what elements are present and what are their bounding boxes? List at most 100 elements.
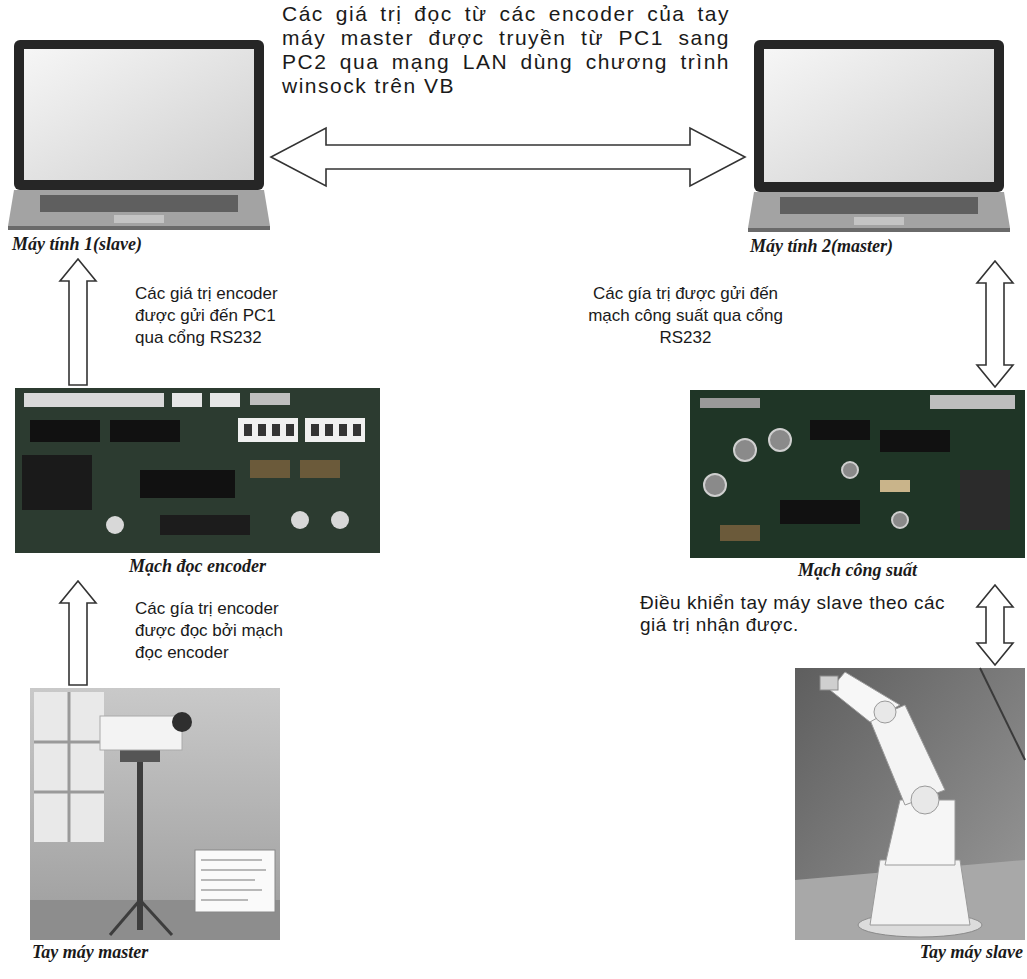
slave-arm-photo-part: [911, 786, 939, 814]
power-board-photo-part: [700, 398, 760, 408]
power-board-photo-part: [810, 420, 870, 440]
image-area: [690, 390, 1025, 558]
master-arm-photo-part: [195, 850, 275, 912]
laptop-illustration-part: [780, 197, 978, 214]
encoder-board-photo-part: [286, 424, 294, 436]
encoder-board-photo-part: [244, 424, 252, 436]
block-arrow: [977, 261, 1013, 387]
power-board-photo-part: [690, 390, 1025, 558]
power-board-photo-part: [734, 439, 756, 461]
device-block: Máy tính 2(master): [748, 38, 1006, 258]
encoder-board-photo-part: [291, 511, 309, 529]
device-block: Mạch đọc encoder: [15, 388, 380, 578]
slave-arm-photo-part: [795, 668, 1025, 940]
power-board-photo-part: [892, 512, 908, 528]
encoder-board-photo-part: [238, 418, 298, 442]
power-board-photo-part: [720, 525, 760, 541]
laptop-illustration-part: [8, 226, 270, 230]
arrow-label: Các gía trị encoder được đọc bởi mạch đọ…: [135, 598, 307, 664]
master-arm-photo-part: [34, 741, 104, 744]
image-area: [10, 38, 268, 232]
slave-arm-photo-part: [820, 676, 838, 690]
encoder-board-photo-part: [311, 424, 319, 436]
laptop-illustration-part: [754, 40, 1004, 192]
master-arm-photo-part: [201, 880, 255, 881]
encoder-board-photo-part: [258, 424, 266, 436]
arrow-label: Các giá trị đọc từ các encoder của tay m…: [282, 2, 730, 98]
master-arm-photo-part: [30, 688, 280, 940]
laptop-illustration-part: [8, 190, 270, 226]
laptop-illustration-part: [748, 228, 1010, 232]
arrow-label: Các gía trị được gửi đến mạch công suất …: [588, 283, 783, 349]
master-arm-photo-part: [140, 900, 172, 935]
laptop-illustration-part: [14, 40, 264, 190]
master-arm-photo: [30, 688, 280, 940]
encoder-board-photo-part: [250, 393, 290, 405]
master-arm-photo-part: [34, 692, 104, 842]
arrow-label: Điều khiển tay máy slave theo các giá tr…: [640, 592, 945, 636]
laptop-illustration-part: [114, 215, 164, 223]
device-block: Tay máy master: [30, 688, 280, 964]
power-board-photo-part: [960, 470, 1010, 530]
encoder-board-photo-part: [106, 516, 124, 534]
slave-arm-photo-part: [795, 860, 1025, 940]
block-arrow: [977, 585, 1013, 665]
device-caption: Tay máy master: [30, 940, 280, 964]
master-arm-photo-part: [34, 791, 104, 794]
encoder-board-photo-part: [15, 388, 380, 553]
encoder-board-photo-part: [140, 470, 235, 498]
laptop-illustration-part: [764, 49, 994, 182]
master-arm-photo-part: [201, 860, 262, 861]
encoder-board-photo-part: [339, 424, 347, 436]
laptop-illustration-part: [24, 49, 254, 180]
power-board-photo-part: [842, 462, 858, 478]
encoder-board-photo-part: [325, 424, 333, 436]
block-arrow: [60, 581, 96, 685]
encoder-board-photo-part: [272, 424, 280, 436]
master-arm-photo-part: [100, 716, 182, 750]
device-caption: Mạch đọc encoder: [15, 554, 380, 578]
slave-arm-photo-part: [830, 672, 900, 722]
encoder-board-photo-part: [22, 455, 92, 510]
master-arm-photo-part: [172, 712, 192, 732]
laptop-illustration-part: [854, 217, 904, 225]
power-board-photo-part: [930, 395, 1015, 409]
block-arrow: [60, 259, 96, 385]
device-caption: Mạch công suất: [690, 558, 1025, 582]
encoder-board-photo-part: [210, 393, 240, 407]
master-arm-photo-part: [110, 900, 140, 935]
master-arm-photo-part: [201, 870, 266, 871]
device-caption: Máy tính 1(slave): [10, 232, 268, 256]
block-arrow: [271, 128, 745, 186]
power-board-photo-part: [769, 429, 791, 451]
slave-arm-photo: [795, 668, 1025, 940]
laptop-illustration-part: [748, 192, 1010, 228]
laptop-illustration: [8, 40, 270, 230]
power-board-photo: [690, 390, 1025, 558]
device-block: Máy tính 1(slave): [10, 38, 268, 256]
laptop-illustration: [748, 40, 1010, 232]
master-arm-photo-part: [201, 900, 248, 901]
power-board-photo-part: [880, 430, 950, 452]
encoder-board-photo-part: [172, 393, 202, 407]
power-board-photo-part: [880, 480, 910, 492]
device-caption: Tay máy slave: [795, 940, 1025, 964]
slave-arm-photo-part: [870, 860, 970, 925]
laptop-illustration-part: [40, 195, 238, 212]
device-block: Tay máy slave: [795, 668, 1025, 964]
encoder-board-photo-part: [305, 418, 365, 442]
encoder-board-photo-part: [110, 420, 180, 442]
encoder-board-photo-part: [250, 460, 290, 478]
device-caption: Máy tính 2(master): [748, 234, 1006, 258]
power-board-photo-part: [780, 500, 860, 524]
device-block: Mạch công suất: [690, 390, 1025, 582]
encoder-board-photo-part: [160, 515, 250, 535]
slave-arm-photo-part: [980, 668, 1025, 760]
image-area: [748, 38, 1006, 234]
slave-arm-photo-part: [874, 701, 896, 723]
encoder-board-photo: [15, 388, 380, 553]
master-arm-photo-part: [68, 692, 71, 842]
encoder-board-photo-part: [24, 393, 164, 407]
